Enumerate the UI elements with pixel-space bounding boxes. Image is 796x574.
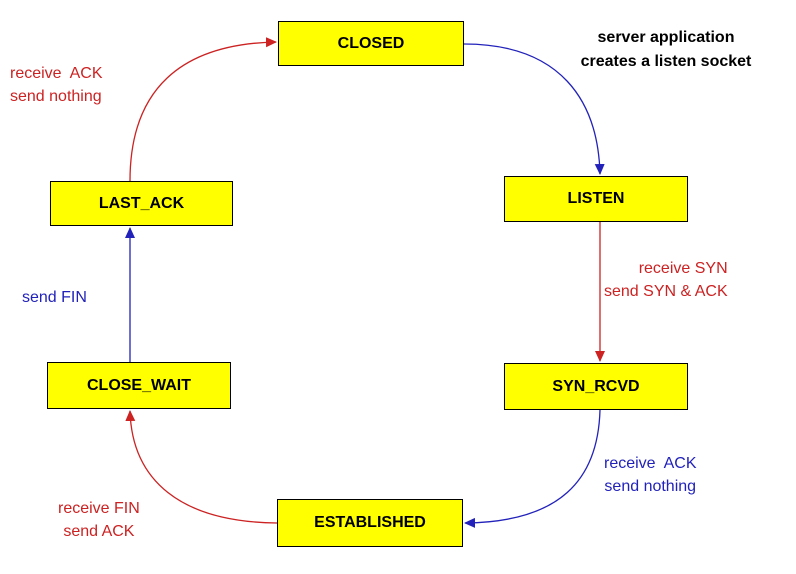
label-closewait-to-lastack: send FIN <box>22 289 87 306</box>
label-listen-to-synrcvd-line2: send SYN & ACK <box>604 283 728 300</box>
label-established-to-closewait: receive FIN send ACK <box>58 497 140 543</box>
label-established-to-closewait-line1: receive FIN <box>58 500 140 517</box>
label-synrcvd-to-established: receive ACK send nothing <box>604 452 696 498</box>
label-listen-to-synrcvd: receive SYN send SYN & ACK <box>604 257 728 303</box>
state-closed: CLOSED <box>278 21 464 66</box>
state-last-ack: LAST_ACK <box>50 181 233 226</box>
server-note-line1: server application <box>597 29 735 46</box>
label-synrcvd-to-established-line2: send nothing <box>604 478 697 495</box>
state-close-wait: CLOSE_WAIT <box>47 362 231 409</box>
server-note-line2: creates a listen socket <box>580 53 752 70</box>
label-lastack-to-closed-line2: send nothing <box>10 88 102 105</box>
label-listen-to-synrcvd-line1: receive SYN <box>638 260 728 277</box>
arrow-synrcvd-to-established <box>464 409 601 528</box>
arrow-closed-to-listen <box>463 43 605 175</box>
label-lastack-to-closed-line1: receive ACK <box>10 65 103 82</box>
state-established: ESTABLISHED <box>277 499 463 547</box>
server-note: server application creates a listen sock… <box>546 26 786 74</box>
state-listen: LISTEN <box>504 176 688 222</box>
label-lastack-to-closed: receive ACK send nothing <box>10 62 102 108</box>
arrow-lastack-to-closed <box>129 37 277 182</box>
label-established-to-closewait-line2: send ACK <box>63 523 135 540</box>
state-syn-rcvd: SYN_RCVD <box>504 363 688 410</box>
arrow-established-to-closewait <box>125 410 278 524</box>
label-synrcvd-to-established-line1: receive ACK <box>604 455 697 472</box>
